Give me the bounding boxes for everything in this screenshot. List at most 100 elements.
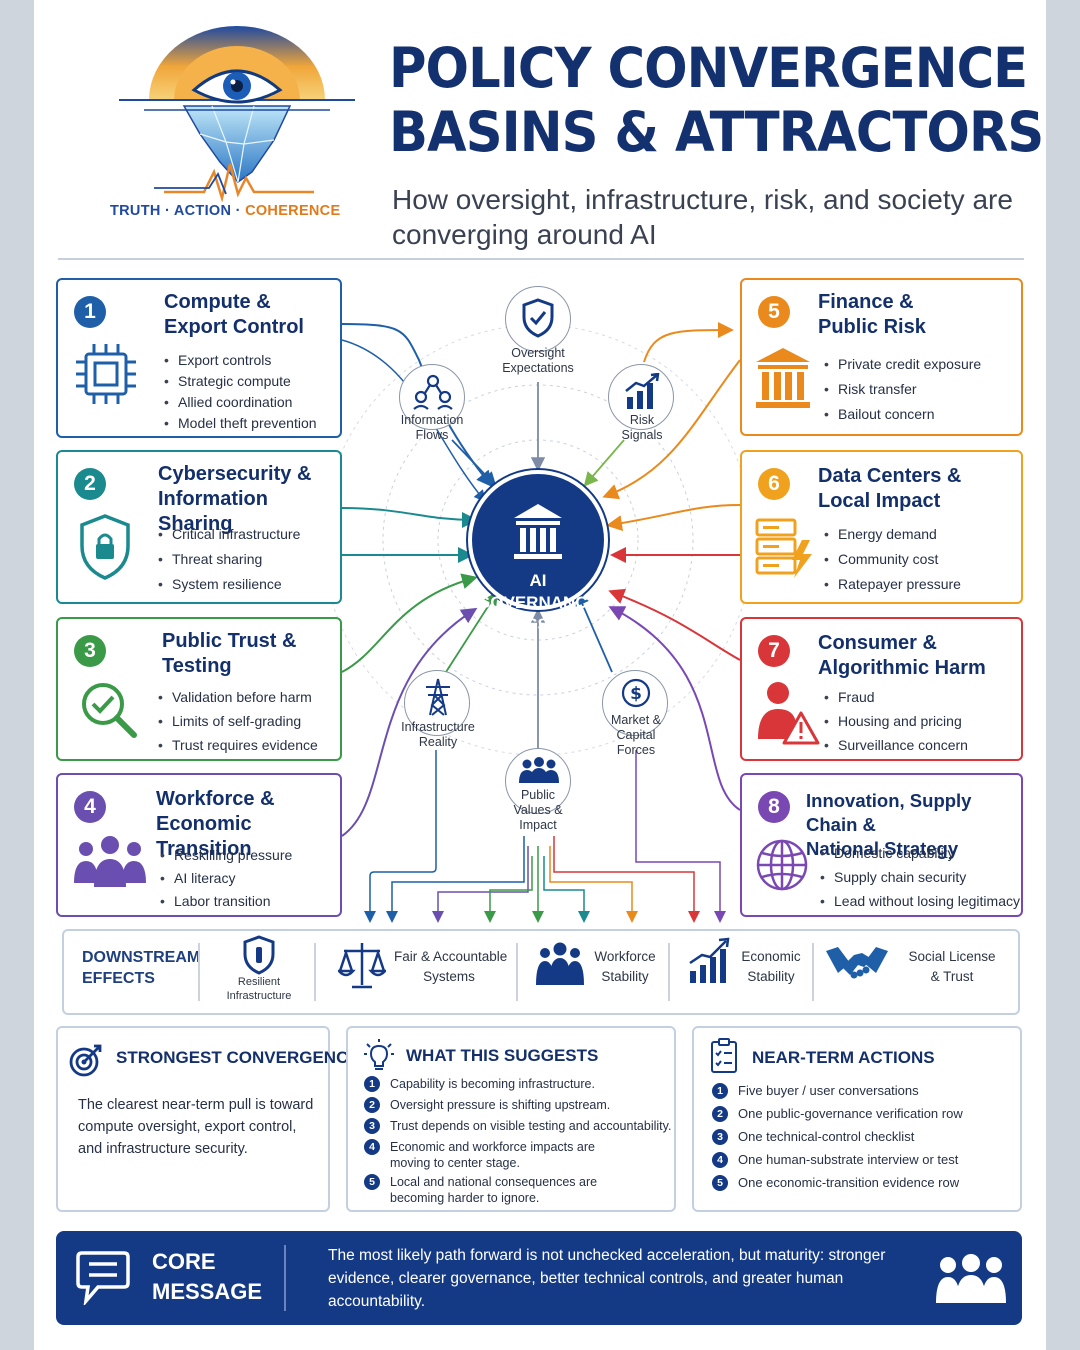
card-number: 6 — [758, 468, 790, 500]
node-label-line: Information — [400, 413, 464, 427]
eye-iceberg-logo — [119, 26, 355, 202]
downstream-label-resilient: Resilient Infrastructure — [214, 975, 304, 1003]
list-item: Threat sharing — [158, 549, 300, 574]
list-text: Five buyer / user conversations — [738, 1083, 919, 1098]
list-number: 2 — [712, 1106, 728, 1122]
core-title-line: MESSAGE — [152, 1279, 263, 1304]
capitol-icon — [514, 504, 562, 559]
card-list: Validation before harm Limits of self-gr… — [158, 687, 318, 759]
card-number: 3 — [74, 635, 106, 667]
card-workforce: 4 Workforce & Economic Transition Reskil… — [56, 773, 342, 917]
strongest-title: STRONGEST CONVERGENCE — [116, 1048, 360, 1067]
downstream-label-line: & Trust — [930, 969, 974, 984]
card-title-line: Workforce & — [156, 788, 275, 810]
hub-label: AI GOVERNANCE PRESSURE — [472, 570, 604, 636]
node-market: $ — [602, 670, 668, 736]
growth-chart-icon — [689, 937, 730, 983]
downstream-label-line: Infrastructure — [226, 990, 292, 1002]
list-text: One human-substrate interview or test — [738, 1152, 959, 1167]
list-number: 1 — [712, 1083, 728, 1099]
target-icon — [69, 1044, 102, 1077]
list-item: 4 One human-substrate interview or test — [712, 1152, 958, 1168]
page-subtitle: How oversight, infrastructure, risk, and… — [392, 184, 1013, 250]
card-title-line: Public Trust & — [162, 630, 297, 652]
card-consumer-harm: 7 Consumer & Algorithmic Harm Fraud Hous… — [740, 617, 1023, 761]
card-title-line: Algorithmic Harm — [818, 657, 986, 679]
list-item: Surveillance concern — [824, 735, 968, 759]
card-title: Data Centers & Local Impact — [818, 464, 961, 514]
dollar-icon: $ — [621, 678, 651, 708]
node-oversight — [505, 286, 571, 352]
tagline-coherence: COHERENCE — [245, 203, 341, 219]
node-label-line: Values & — [513, 803, 563, 817]
card-number: 5 — [758, 296, 790, 328]
node-label-line: Public — [520, 788, 556, 802]
list-text: One public-governance verification row — [738, 1106, 963, 1121]
node-label-line: Impact — [519, 818, 557, 832]
list-item: Domestic capability — [820, 843, 1020, 867]
infographic-page: TRUTH · ACTION · COHERENCE POLICY CONVER… — [34, 0, 1046, 1350]
list-item: Lead without losing legitimacy — [820, 891, 1020, 915]
shield-check-icon — [522, 298, 554, 338]
node-label-line: Signals — [621, 428, 663, 442]
downstream-title-line: EFFECTS — [82, 970, 155, 987]
globe-icon — [756, 839, 808, 891]
card-title-line: Cybersecurity & — [158, 463, 312, 485]
list-item: Housing and pricing — [824, 711, 968, 735]
list-number: 5 — [364, 1174, 380, 1190]
card-number: 4 — [74, 791, 106, 823]
actions-title: NEAR-TERM ACTIONS — [752, 1048, 935, 1067]
list-item: Labor transition — [160, 891, 292, 914]
list-item: Critical infrastructure — [158, 524, 300, 549]
list-text: Oversight pressure is shifting upstream. — [390, 1098, 611, 1112]
node-label-line: Flows — [415, 428, 449, 442]
core-message-banner: CORE MESSAGE The most likely path forwar… — [56, 1231, 1022, 1325]
downstream-label-line: Stability — [601, 969, 649, 984]
core-title-line: CORE — [152, 1249, 216, 1274]
divider — [516, 943, 518, 1001]
card-title-line: Data Centers & — [818, 465, 962, 487]
list-item: AI literacy — [160, 868, 292, 891]
card-public-trust: 3 Public Trust & Testing Validation befo… — [56, 617, 342, 761]
people-icon — [74, 836, 146, 887]
divider — [314, 943, 316, 1001]
card-list: Critical infrastructure Threat sharing S… — [158, 524, 300, 599]
card-title: Finance & Public Risk — [818, 290, 926, 340]
list-item: Export controls — [164, 350, 317, 371]
workforce-icon — [536, 942, 584, 985]
bank-icon — [756, 348, 810, 408]
list-item: Model theft prevention — [164, 413, 317, 434]
card-data-centers: 6 Data Centers & Local Impact Energy dem… — [740, 450, 1023, 604]
list-text: One economic-transition evidence row — [738, 1175, 960, 1190]
speech-bubble-icon — [76, 1251, 130, 1305]
downstream-label-line: Fair & Accountable — [394, 949, 508, 964]
card-title-line: Finance & — [818, 291, 914, 313]
list-number: 1 — [364, 1076, 380, 1092]
list-item: Bailout concern — [824, 404, 981, 429]
tagline-dot: · — [231, 203, 246, 219]
card-number: 2 — [74, 468, 106, 500]
card-title-line: Compute & — [164, 291, 271, 313]
node-label-line: Market & — [610, 713, 661, 727]
tagline-truth: TRUTH — [110, 203, 161, 219]
node-risk — [608, 364, 674, 430]
lightbulb-icon — [364, 1039, 394, 1070]
list-item: Private credit exposure — [824, 354, 981, 379]
group-icon — [519, 757, 559, 783]
node-label-infrastructure: Infrastructure Reality — [392, 720, 484, 750]
title-line-1: POLICY CONVERGENCE — [389, 36, 1028, 100]
card-innovation-supply-chain: 8 Innovation, Supply Chain & National St… — [740, 773, 1023, 917]
downstream-label-line: Social License — [908, 949, 996, 964]
list-number: 4 — [712, 1152, 728, 1168]
downstream-label-line: Workforce — [594, 949, 656, 964]
bar-chart-icon — [625, 373, 660, 409]
header-divider — [58, 258, 1024, 260]
node-label-oversight: Oversight Expectations — [498, 346, 578, 376]
tagline-dot: · — [160, 203, 174, 219]
tagline: TRUTH · ACTION · COHERENCE — [110, 203, 340, 219]
near-term-actions-panel: NEAR-TERM ACTIONS 1 Five buyer / user con… — [692, 1026, 1022, 1212]
node-label-line: Oversight — [511, 346, 565, 360]
